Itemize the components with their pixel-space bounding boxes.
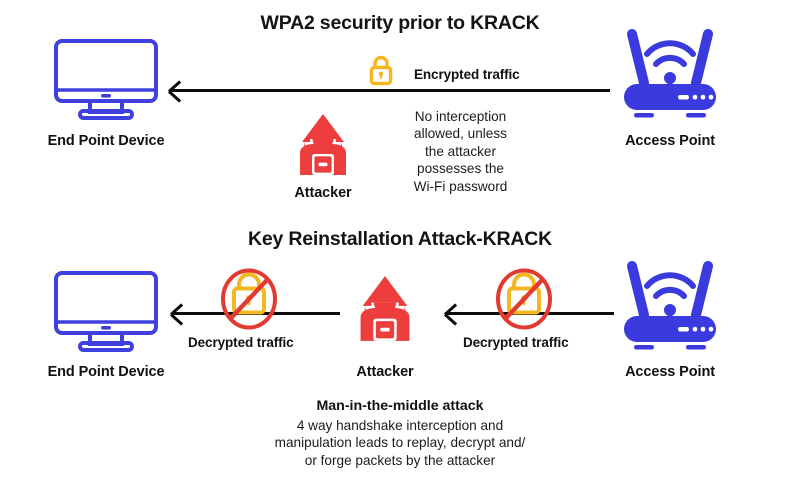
traffic-label-decrypted-left: Decrypted traffic — [188, 335, 294, 350]
padlock-locked-icon — [367, 54, 395, 88]
traffic-label-decrypted-right: Decrypted traffic — [463, 335, 569, 350]
note-line: possesses the — [417, 161, 504, 177]
attacker-hooded-icon — [292, 113, 354, 177]
attacker-hooded-icon — [352, 275, 418, 343]
node-label-attacker-bottom: Attacker — [356, 364, 414, 380]
traffic-label-encrypted: Encrypted traffic — [414, 67, 520, 82]
router-icon — [614, 260, 726, 352]
caption-line: 4 way handshake interception and — [296, 418, 504, 433]
monitor-icon — [52, 38, 160, 122]
caption-body-mitm: 4 way handshake interception and manipul… — [0, 417, 800, 469]
arrow-head-left-icon — [169, 83, 184, 98]
padlock-broken-prohibited-icon — [494, 268, 554, 330]
node-label-access-point-top: Access Point — [625, 133, 715, 149]
flow-arrow-encrypted-traffic — [170, 82, 610, 98]
caption-line: manipulation leads to replay, decrypt an… — [274, 435, 526, 451]
arrow-head-left-icon — [445, 306, 460, 321]
note-line: No interception — [414, 109, 507, 124]
note-no-interception: No interception allowed, unless the atta… — [383, 108, 538, 195]
arrow-head-left-icon — [171, 306, 186, 321]
node-label-end-point-device-bottom: End Point Device — [47, 364, 165, 380]
caption-line: or forge packets by the attacker — [304, 452, 496, 468]
padlock-broken-prohibited-icon — [219, 268, 279, 330]
router-icon — [614, 28, 726, 120]
monitor-icon — [52, 270, 160, 354]
node-label-access-point-bottom: Access Point — [625, 364, 715, 380]
section-title-top: WPA2 security prior to KRACK — [260, 12, 540, 34]
note-line: allowed, unless — [414, 126, 507, 142]
arrow-shaft — [170, 88, 610, 92]
note-line: the attacker — [424, 143, 497, 159]
node-label-attacker-top: Attacker — [294, 185, 352, 201]
caption-heading-mitm: Man-in-the-middle attack — [316, 398, 484, 414]
section-title-bottom: Key Reinstallation Attack-KRACK — [247, 228, 553, 250]
note-line: Wi-Fi password — [413, 178, 508, 194]
node-label-end-point-device-top: End Point Device — [47, 133, 165, 149]
